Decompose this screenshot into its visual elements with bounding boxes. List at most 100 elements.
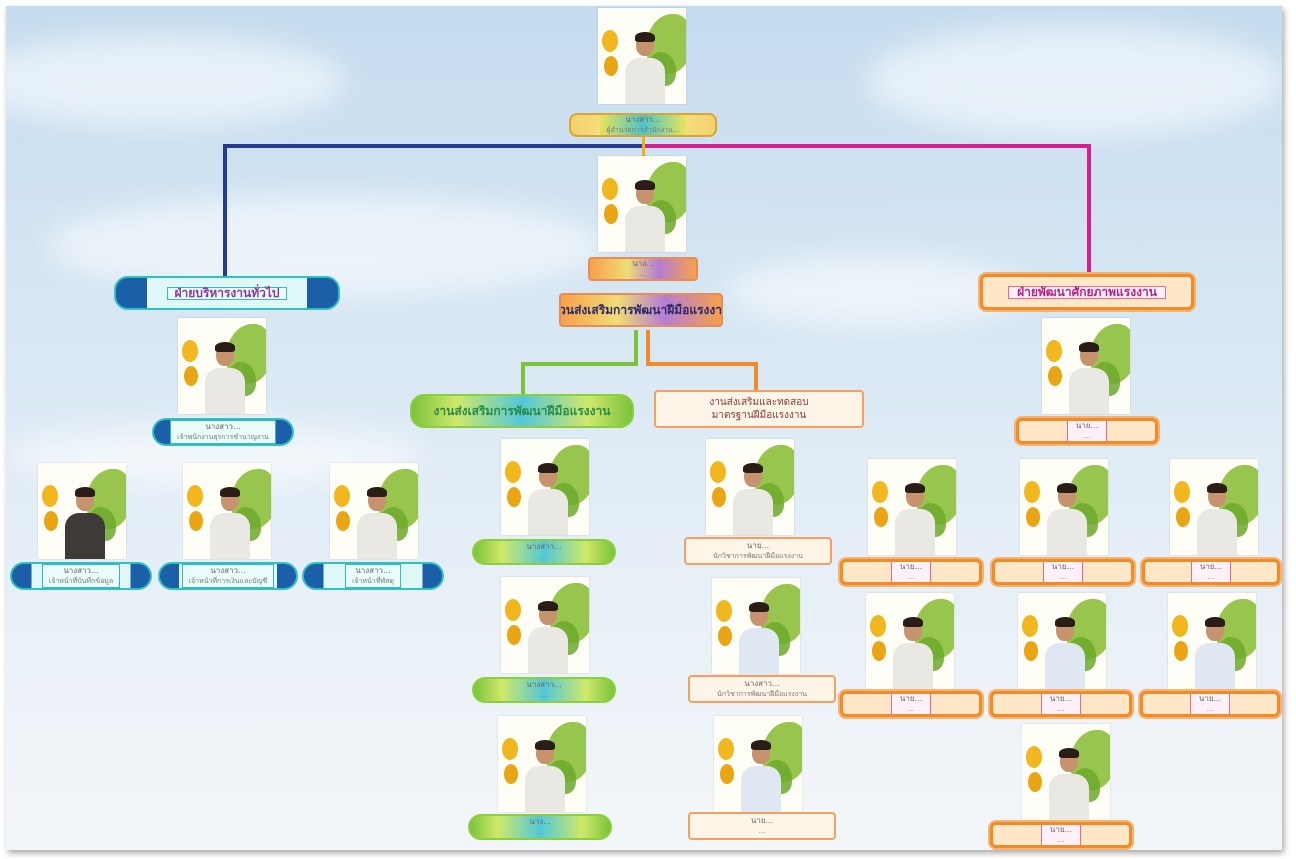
develop-4-photo xyxy=(866,593,954,689)
standard-3-name: นาย... xyxy=(750,816,774,825)
connector-top-left xyxy=(223,144,643,148)
develop-4-position: ... xyxy=(907,705,915,713)
connector-standard-horizontal xyxy=(646,362,758,366)
develop-1-label: นาย... ... xyxy=(840,559,982,585)
develop-2-name: นาย... xyxy=(1051,562,1075,571)
connector-admin-vertical xyxy=(223,144,227,278)
develop-2-label: นาย... ... xyxy=(992,559,1134,585)
admin-3-position: เจ้าหน้าที่พัสดุ xyxy=(352,577,394,585)
develop-5-position: ... xyxy=(1057,705,1065,713)
service-2-photo xyxy=(501,577,589,673)
connector-standard-up xyxy=(646,330,650,366)
service-3-position: ... xyxy=(536,828,544,836)
service-1-name: นางสาว... xyxy=(526,542,562,551)
standard-1-name: นาย... xyxy=(746,541,770,550)
connector-service-horizontal xyxy=(521,362,638,366)
develop-7-label: นาย... ... xyxy=(990,822,1132,848)
develop-6-photo xyxy=(1168,593,1256,689)
director-label: นางสาว... ผู้อำนวยการสำนักงาน... xyxy=(569,113,717,137)
center-section-label: ส่วนส่งเสริมการพัฒนาฝีมือแรงงาน xyxy=(559,293,723,327)
deputy-name: นาง... xyxy=(632,259,654,268)
admin-2-photo xyxy=(183,463,271,559)
cloud xyxy=(866,26,1282,136)
service-section-label: งานส่งเสริมการพัฒนาฝีมือแรงงาน xyxy=(410,394,634,428)
connector-top-right xyxy=(643,144,1091,148)
standard-1-position: นักวิชาการพัฒนาฝีมือแรงงาน xyxy=(713,552,803,560)
service-section-text: งานส่งเสริมการพัฒนาฝีมือแรงงาน xyxy=(433,403,611,418)
director-photo xyxy=(598,8,686,104)
center-section-text: ส่วนส่งเสริมการพัฒนาฝีมือแรงงาน xyxy=(559,302,723,317)
standard-section-label: งานส่งเสริมและทดสอบ มาตรฐานฝีมือแรงงาน xyxy=(654,390,864,428)
admin-1-position: เจ้าหน้าที่บันทึกข้อมูล xyxy=(48,577,114,585)
develop-3-position: ... xyxy=(1207,573,1215,581)
admin-3-label: นางสาว... เจ้าหน้าที่พัสดุ xyxy=(302,562,444,590)
develop-head-photo xyxy=(1042,318,1130,414)
connector-service-up xyxy=(634,330,638,366)
develop-5-name: นาย... xyxy=(1049,694,1073,703)
admin-section-label: ฝ่ายบริหารงานทั่วไป xyxy=(114,276,340,310)
develop-4-label: นาย... ... xyxy=(840,691,982,717)
develop-5-label: นาย... ... xyxy=(990,691,1132,717)
admin-head-label: นางสาว... เจ้าพนักงานธุรการชำนาญงาน xyxy=(152,418,294,446)
develop-4-name: นาย... xyxy=(899,694,923,703)
admin-head-photo xyxy=(178,318,266,414)
develop-5-photo xyxy=(1018,593,1106,689)
connector-standard-down xyxy=(754,362,758,392)
service-2-position: ... xyxy=(540,691,548,699)
develop-section-text: ฝ่ายพัฒนาศักยภาพแรงงาน xyxy=(1017,284,1157,299)
develop-7-photo xyxy=(1022,724,1110,820)
cloud xyxy=(726,256,1026,326)
connector-service-down xyxy=(521,362,525,396)
standard-2-position: นักวิชาการพัฒนาฝีมือแรงงาน xyxy=(717,690,807,698)
org-chart: นางสาว... ผู้อำนวยการสำนักงาน... นาง... … xyxy=(6,6,1282,850)
develop-head-position: ... xyxy=(1083,432,1091,440)
deputy-photo xyxy=(598,156,686,252)
admin-section-text: ฝ่ายบริหารงานทั่วไป xyxy=(174,285,280,300)
develop-7-position: ... xyxy=(1057,836,1065,844)
develop-6-name: นาย... xyxy=(1198,694,1222,703)
connector-develop-vertical xyxy=(1087,144,1091,278)
admin-1-name: นางสาว... xyxy=(63,566,99,575)
develop-6-label: นาย... ... xyxy=(1140,691,1280,717)
standard-section-line1: งานส่งเสริมและทดสอบ xyxy=(709,397,809,408)
standard-2-label: นางสาว... นักวิชาการพัฒนาฝีมือแรงงาน xyxy=(688,675,836,703)
develop-1-position: ... xyxy=(907,573,915,581)
admin-3-name: นางสาว... xyxy=(355,566,391,575)
service-1-photo xyxy=(501,439,589,535)
service-1-position: ... xyxy=(540,553,548,561)
admin-1-photo xyxy=(38,463,126,559)
develop-7-name: นาย... xyxy=(1049,825,1073,834)
admin-head-name: นางสาว... xyxy=(205,422,241,431)
service-2-label: นางสาว... ... xyxy=(472,677,616,703)
develop-1-name: นาย... xyxy=(899,562,923,571)
admin-2-name: นางสาว... xyxy=(210,566,246,575)
develop-3-label: นาย... ... xyxy=(1142,559,1280,585)
admin-2-label: นางสาว... เจ้าหน้าที่การเงินและบัญชี xyxy=(158,562,298,590)
admin-3-photo xyxy=(330,463,418,559)
standard-3-label: นาย... ... xyxy=(688,812,836,840)
service-2-name: นางสาว... xyxy=(526,680,562,689)
develop-section-label: ฝ่ายพัฒนาศักยภาพแรงงาน xyxy=(980,274,1194,310)
standard-1-label: นาย... นักวิชาการพัฒนาฝีมือแรงงาน xyxy=(684,537,832,565)
develop-head-label: นาย... ... xyxy=(1016,418,1158,444)
director-name: นางสาว... xyxy=(625,115,661,124)
develop-1-photo xyxy=(868,459,956,555)
standard-3-position: ... xyxy=(758,827,766,835)
director-position: ผู้อำนวยการสำนักงาน... xyxy=(606,126,680,134)
deputy-label: นาง... ... xyxy=(588,257,698,281)
admin-2-position: เจ้าหน้าที่การเงินและบัญชี xyxy=(188,577,268,585)
develop-2-photo xyxy=(1020,459,1108,555)
standard-2-photo xyxy=(712,578,800,674)
standard-2-name: นางสาว... xyxy=(744,679,780,688)
service-3-photo xyxy=(498,716,586,812)
deputy-position: ... xyxy=(639,270,647,278)
admin-1-label: นางสาว... เจ้าหน้าที่บันทึกข้อมูล xyxy=(10,562,152,590)
service-1-label: นางสาว... ... xyxy=(472,539,616,565)
develop-3-photo xyxy=(1170,459,1258,555)
develop-3-name: นาย... xyxy=(1199,562,1223,571)
cloud xyxy=(6,36,346,126)
standard-1-photo xyxy=(706,439,794,535)
connector-center-vertical xyxy=(642,126,645,156)
standard-3-photo xyxy=(714,716,802,812)
develop-2-position: ... xyxy=(1059,573,1067,581)
